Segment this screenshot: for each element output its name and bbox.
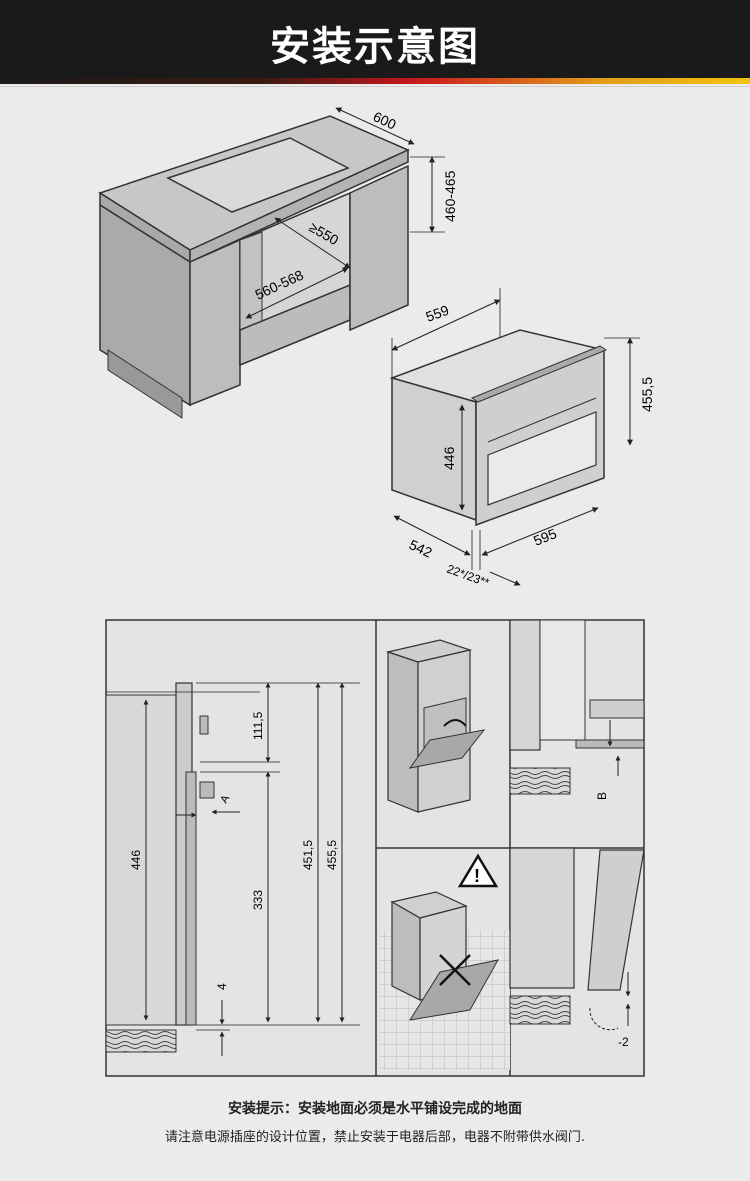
cooktop [166, 137, 350, 213]
dim-22-23: 22*/23** [445, 562, 491, 590]
oven-window [487, 411, 597, 506]
panel-tall-cabinet [385, 639, 486, 813]
dim-460-465: 460-465 [442, 170, 458, 222]
dim-4: 4 [215, 983, 229, 990]
dim-600: 600 [371, 108, 399, 132]
dim-559: 559 [424, 302, 452, 325]
label-minus-2: -2 [618, 1035, 629, 1049]
header-banner: 安装示意图 [0, 0, 750, 82]
install-notes: 安装提示：安装地面必须是水平铺设完成的地面 请注意电源插座的设计位置，禁止安装于… [0, 1098, 750, 1145]
dim-595: 595 [531, 525, 559, 549]
dim-542: 542 [407, 536, 435, 560]
panel-left-section: 111,5 446 333 451,5 455,5 4 A [105, 682, 360, 1056]
color-stripe [0, 78, 750, 84]
oven-side [391, 377, 477, 522]
dim-455-5-left: 455,5 [325, 840, 339, 870]
detail-panels: 111,5 446 333 451,5 455,5 4 A B [105, 619, 645, 1077]
oven-front-frame [470, 345, 608, 403]
panel-right-top: B [509, 619, 645, 800]
dim-446-left: 446 [129, 850, 143, 870]
dim-111-5: 111,5 [251, 711, 265, 740]
dim-333: 333 [251, 890, 265, 910]
cabinet-diagram: 600 460-465 ≥550 560-568 559 455,5 446 5… [98, 107, 655, 590]
panel-warning: ! [380, 853, 510, 1070]
svg-text:!: ! [474, 866, 480, 886]
note-body: 请注意电源插座的设计位置，禁止安装于电器后部，电器不附带供水阀门. [164, 1130, 586, 1145]
warning-icon [457, 853, 499, 888]
panel-right-bottom: -2 [509, 847, 645, 1049]
dim-451-5: 451,5 [301, 840, 315, 870]
note-title: 安装提示：安装地面必须是水平铺设完成的地面 [228, 1101, 522, 1117]
dim-446: 446 [441, 446, 457, 470]
cabinet-front-right [349, 164, 409, 332]
page-title: 安装示意图 [270, 24, 480, 70]
label-b: B [595, 792, 609, 800]
divider [0, 86, 750, 87]
cabinet-front-left [189, 238, 241, 407]
dim-455-5: 455,5 [639, 377, 655, 412]
